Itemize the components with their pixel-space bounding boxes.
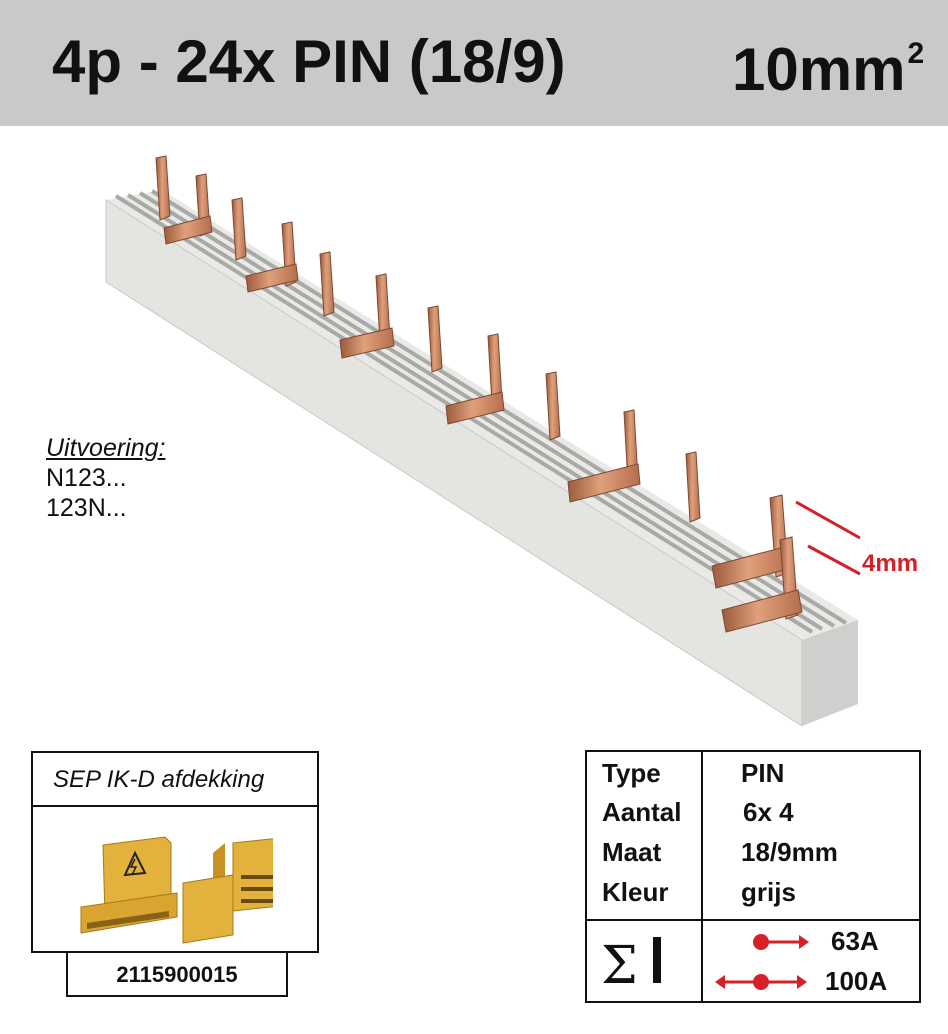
pin-gap-measure: 4mm bbox=[862, 550, 919, 577]
spec-label-aantal: Aantal bbox=[602, 797, 682, 827]
spec-value-maat: 18/9mm bbox=[741, 837, 838, 867]
spec-label-type: Type bbox=[602, 758, 661, 788]
sep-cover-box: SEP IK-D afdekking bbox=[31, 751, 319, 953]
uitvoering-option: N123... bbox=[46, 464, 127, 492]
current-i-symbol bbox=[653, 937, 661, 983]
center-feed-arrow-icon bbox=[715, 974, 807, 990]
spec-divider-vertical bbox=[701, 752, 703, 1001]
product-title: 4p - 24x PIN (18/9) bbox=[52, 28, 566, 95]
sep-article-code: 2115900015 bbox=[66, 953, 288, 997]
busbar-image bbox=[105, 155, 861, 727]
size-exponent: 2 bbox=[907, 37, 925, 70]
spec-label-maat: Maat bbox=[602, 837, 662, 867]
uitvoering-heading: Uitvoering: bbox=[46, 434, 166, 462]
single-feed-arrow-icon bbox=[753, 934, 809, 950]
header-bar: 4p - 24x PIN (18/9) 10mm2 bbox=[0, 0, 948, 126]
spec-label-kleur: Kleur bbox=[602, 877, 669, 907]
sum-current-symbol: Σ bbox=[601, 936, 638, 996]
single-feed-current: 63A bbox=[831, 926, 879, 956]
spec-table: Type PIN Aantal 6x 4 Maat 18/9mm Kleur g… bbox=[585, 750, 921, 1003]
uitvoering-option: 123N... bbox=[46, 494, 127, 522]
spec-value-type: PIN bbox=[741, 758, 785, 788]
center-feed-current: 100A bbox=[825, 966, 888, 996]
yellow-end-cap-icon bbox=[80, 836, 273, 944]
spec-value-aantal: 6x 4 bbox=[743, 797, 794, 827]
spec-value-kleur: grijs bbox=[741, 877, 796, 907]
size-value: 10mm bbox=[732, 36, 906, 103]
cross-section-size: 10mm2 bbox=[732, 20, 924, 110]
sep-cover-title: SEP IK-D afdekking bbox=[33, 753, 317, 807]
uitvoering-block: Uitvoering: N123... 123N... bbox=[46, 433, 166, 523]
spec-divider-horizontal bbox=[587, 919, 919, 921]
